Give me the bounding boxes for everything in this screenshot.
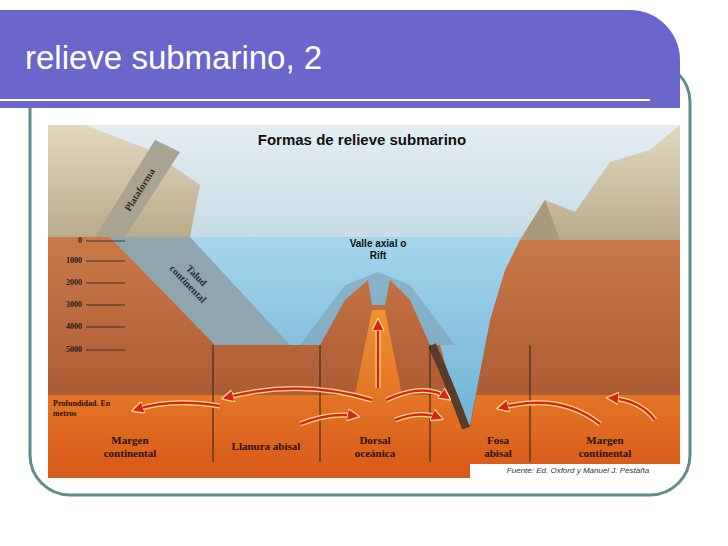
convection-arrow (225, 388, 372, 400)
header-rule (0, 99, 650, 101)
depth-ticks (86, 241, 125, 350)
depth-value-holder: 5000 (58, 345, 82, 355)
depth-value-holder: 0 (58, 236, 82, 246)
oceanic-crust (48, 237, 680, 478)
depth-tick (86, 261, 125, 262)
ocean-water (48, 237, 680, 478)
slide-title-holder: relieve submarino, 2 (25, 38, 322, 78)
depth-value-holder: 1000 (58, 256, 82, 266)
depth-value: 2000 (58, 278, 82, 288)
arrow-outline (610, 398, 655, 420)
zone-separator (320, 345, 321, 462)
depth-tick (86, 283, 125, 284)
arrow-outline (386, 390, 448, 400)
axis-label: Profundidad. En metros (53, 399, 115, 418)
left-land (48, 125, 200, 237)
zone-label-holder: Llanura abisal (230, 440, 302, 453)
arrow-outline (300, 415, 356, 424)
arrow-outline (225, 388, 372, 400)
right-land (520, 125, 680, 240)
source-note: Fuente: Ed. Oxford y Manuel J. Pestaña (478, 466, 678, 476)
depth-value: 3000 (58, 300, 82, 310)
convection-arrow (386, 390, 448, 400)
source-strip (470, 464, 680, 478)
zone-label: Margen continental (94, 434, 166, 460)
zone-label-holder: Margen continental (94, 434, 166, 460)
zone-label: Fosa abisal (474, 434, 522, 460)
axis-label-holder: Profundidad. En metros (53, 399, 115, 418)
depth-tick (86, 350, 125, 351)
arrow-outline (500, 403, 600, 424)
mantle (48, 310, 680, 478)
depth-value: 4000 (58, 322, 82, 332)
zone-label: Llanura abisal (230, 440, 302, 453)
depth-value-holder: 2000 (58, 278, 82, 288)
convection-arrow (135, 403, 220, 410)
arrow-outline (376, 322, 381, 388)
feature-label: Valle axial o Rift (349, 238, 407, 262)
right-land-shade (520, 200, 560, 240)
slide-title: relieve submarino, 2 (25, 38, 322, 78)
convection-arrow (377, 322, 380, 388)
feature-label-holder: Valle axial o Rift (349, 238, 407, 262)
source-note-holder: Fuente: Ed. Oxford y Manuel J. Pestaña (478, 466, 678, 476)
arrow-outline (395, 414, 440, 420)
depth-value-holder: 3000 (58, 300, 82, 310)
convection-arrows (135, 322, 655, 424)
header-bar (0, 10, 680, 108)
depth-value-holder: 4000 (58, 322, 82, 332)
convection-arrow (300, 415, 356, 424)
diagram-heading-holder: Formas de relieve submarino (212, 131, 512, 149)
zone-separator (430, 345, 431, 462)
zone-label: Margen continental (569, 434, 641, 460)
arrow-outline (135, 403, 220, 410)
diagram-heading: Formas de relieve submarino (212, 131, 512, 149)
convection-arrow (500, 403, 600, 424)
continental-shelf (95, 140, 180, 237)
depth-tick (86, 305, 125, 306)
zone-label-holder: Fosa abisal (474, 434, 522, 460)
slide-frame (30, 62, 690, 495)
zone-label: Dorsal oceánica (339, 434, 411, 460)
depth-tick (86, 241, 125, 242)
zone-label-holder: Dorsal oceánica (339, 434, 411, 460)
convection-arrow (395, 414, 440, 420)
zone-label-holder: Margen continental (569, 434, 641, 460)
depth-tick (86, 327, 125, 328)
depth-value: 5000 (58, 345, 82, 355)
convection-arrow (610, 398, 655, 420)
depth-value: 0 (58, 236, 82, 246)
zone-separators (213, 345, 530, 462)
depth-value: 1000 (58, 256, 82, 266)
